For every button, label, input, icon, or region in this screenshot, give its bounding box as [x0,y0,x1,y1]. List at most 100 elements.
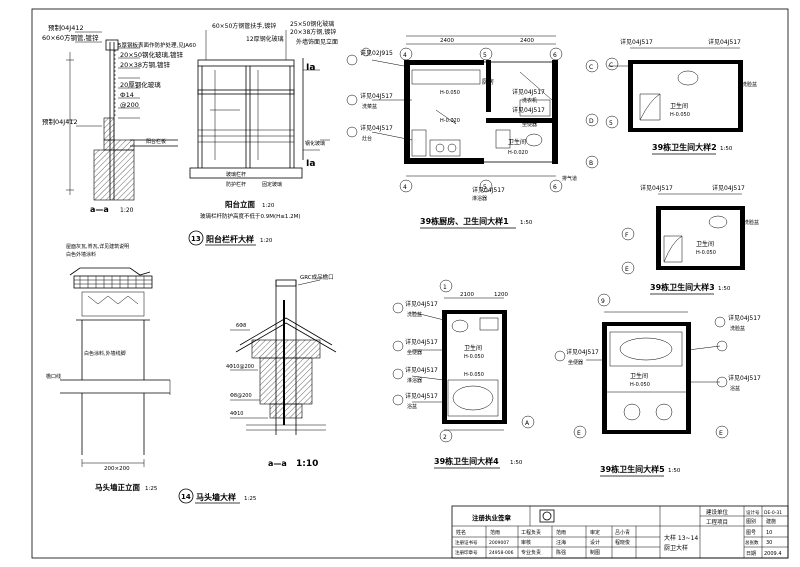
tb-r2c2: 专业负责 [521,549,541,556]
tb-r0c1: 范雨 [490,529,500,536]
tb-r1c5: 程晓俊 [615,539,630,546]
tb-r0c5: 吕小青 [615,529,630,536]
section-aa-title: a—a [90,205,109,214]
label-hf-0: 屋面灰瓦,脊瓦,详见建筑说明 [66,243,129,250]
label-be-1: 25×50钢化玻璃 [290,20,334,28]
detail-bath-2: 详见04J517 详见04J517 洗脸盆 卫生间 H-0.050 C 5 39… [605,38,757,155]
note-rs-6: Ф14 [120,91,134,99]
note-rs-1: 60×60方钢管,镀锌 [42,33,99,42]
kb1-level-0: H-0.050 [440,90,460,96]
tb-r1c3: 汪海 [556,539,566,546]
tb-drawing-name-2: 厨卫大样 [664,544,688,552]
tb-r1c4: 设计 [590,539,600,546]
b4-note-3: 坐便器 [407,349,422,356]
tb-total-label: 总张数 [745,539,759,546]
note-rs-4: 20×38方钢,镀锌 [120,60,171,69]
kb1-note-4: 灶台 [362,135,372,142]
b5-note-0: 详见04J517 [566,348,599,356]
b3-level: H-0.050 [696,250,716,256]
b3-scale: 1:50 [718,286,731,292]
b5-title: 39栋卫生间大样5 [600,464,665,474]
b4-dim-0: 2100 [460,292,474,298]
tb-design-no-label: 设计号 [746,509,760,516]
b5-level: H-0.050 [630,382,650,388]
tb-r2c4: 制图 [590,549,600,556]
b2-note-0: 详见04J517 [620,38,653,46]
b2-axis-1: 5 [609,120,613,127]
label-hs-1: 6Φ8 [236,323,246,329]
kb1-note-2: 洗菜盆 [362,103,377,110]
label-be-3: 12厚钢化玻璃 [246,35,284,43]
detail-14-scale: 1:25 [244,496,257,502]
detail-kitchen-bath-1: 2400 2400 4 5 6 C D B 4 5 6 [346,35,599,229]
note-rs-5: 20厚钢化玻璃 [120,80,161,89]
kb1-axis-4: D [589,118,594,125]
title-block: 注册执业签章 姓名 范雨 工程负责 范雨 审定 吕小青 注册证书号 200900… [451,505,789,559]
tb-firm-label: 注册执业签章 [472,513,512,522]
kb1-note-7: 详见04J517 [512,106,545,114]
kb1-note-0: 详见02J915 [360,49,393,57]
b2-title: 39栋卫生间大样2 [652,142,717,152]
label-be-5: 钢化玻璃 [305,140,325,147]
balcony-elev-title: 阳台立面 [225,199,255,209]
b4-level-0: H-0.050 [464,354,484,360]
kb1-note-5: 详见04J517 [512,88,545,96]
note-rs-3: 20×50钢化玻璃,镀锌 [120,50,184,59]
balcony-elev-note: 玻璃栏杆防护高度不低于0.9M(H≤1.2M) [200,212,301,220]
label-be-10: Ia [306,159,315,169]
tb-total: 30 [766,540,772,546]
b5-axis-0: 9 [601,298,605,305]
horse-front-title: 马头墙正立面 [95,482,140,492]
kb1-axis-3: C [589,64,593,71]
kb1-note-6: 洗衣机 [522,97,537,104]
horse-section-title: a—a [268,459,287,468]
detail-14-name: 马头墙大样 [196,492,236,502]
detail-horse-head-section: GRC成品檐口 6Φ8 4Φ10@200 Φ8@200 4Φ10 a—a 1:1… [226,273,337,469]
note-rs-9: 阳台栏板 [146,138,166,145]
detail-balcony-elevation: 60×50方钢管扶手,镀锌 25×50钢化玻璃 20×38方钢,镀锌 12厚钢化… [189,20,338,220]
label-hs-4: 4Φ10 [230,411,243,417]
tb-r0c4: 审定 [590,529,600,536]
detail-13-title: 13 阳台栏杆大样 1:20 [188,230,273,246]
b3-axis-1: E [625,266,629,273]
b2-level: H-0.050 [670,112,690,118]
b4-level-1: H-0.050 [464,372,484,378]
kb1-note-1: 详见04J517 [360,92,393,100]
tb-r1c2: 审核 [521,539,531,546]
tb-design-no: DE-0-31 [764,510,782,516]
tb-date-label: 日期 [746,551,756,557]
tb-project-name: 工程项目 [706,518,728,526]
b4-note-6: 详见04J517 [405,392,438,400]
b4-note-0: 详见04J517 [405,300,438,308]
kb1-dim-0: 2400 [440,38,454,44]
b3-note-0: 详见04J517 [640,184,673,192]
detail-14-title: 14 马头墙大样 1:25 [178,488,257,504]
label-be-8: 固定玻璃 [262,181,282,188]
label-hf-1: 白色外墙涂料 [66,251,96,258]
b4-dim-1: 1200 [494,292,508,298]
label-be-4: 外墙饰面见立面 [296,38,338,46]
kb1-note-9: 详见04J517 [472,186,505,194]
sheet-frame [31,8,789,559]
b4-note-4: 详见04J517 [405,366,438,374]
kb1-axis-6: 4 [403,184,407,191]
tb-r1c0: 注册证书号 [455,539,478,546]
b5-scale: 1:50 [668,468,681,474]
detail-railing-section: 预制04J412 60×60方钢管,镀锌 5厚钢板表面作防护处理,见JA60 2… [42,23,197,214]
b4-axis-2: A [525,420,530,427]
detail-bath-5: 详见04J517 坐便器 详见04J517 洗脸盆 详见04J517 浴盆 卫生… [554,293,761,477]
kb1-level-1: H-0.020 [508,150,528,156]
kb1-axis-2: 6 [553,52,557,59]
tb-sheet-label: 图号 [746,530,756,536]
label-be-6: 玻璃栏杆 [226,171,246,178]
tb-r1c1: 2009007 [489,540,509,546]
tb-r2c0: 注册印章号 [455,549,478,556]
kb1-level-2: H-0.020 [440,118,460,124]
label-be-0: 60×50方钢管扶手,镀锌 [212,22,276,30]
b5-axis-1: E [719,430,723,437]
label-hs-3: Φ8@200 [230,393,252,399]
note-rs-0: 预制04J412 [48,23,84,32]
tb-r0c3: 范雨 [556,529,566,536]
